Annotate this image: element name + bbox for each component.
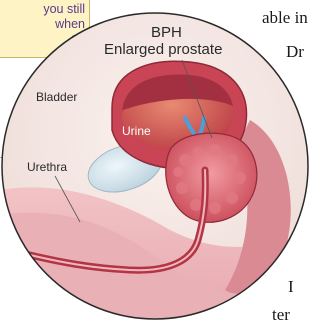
diagram-subtitle: Enlarged prostate <box>104 41 222 58</box>
urine-label: Urine <box>122 124 151 138</box>
urethra-label: Urethra <box>27 160 67 174</box>
bladder-label: Bladder <box>36 90 77 104</box>
diagram-title: BPH <box>151 24 182 41</box>
